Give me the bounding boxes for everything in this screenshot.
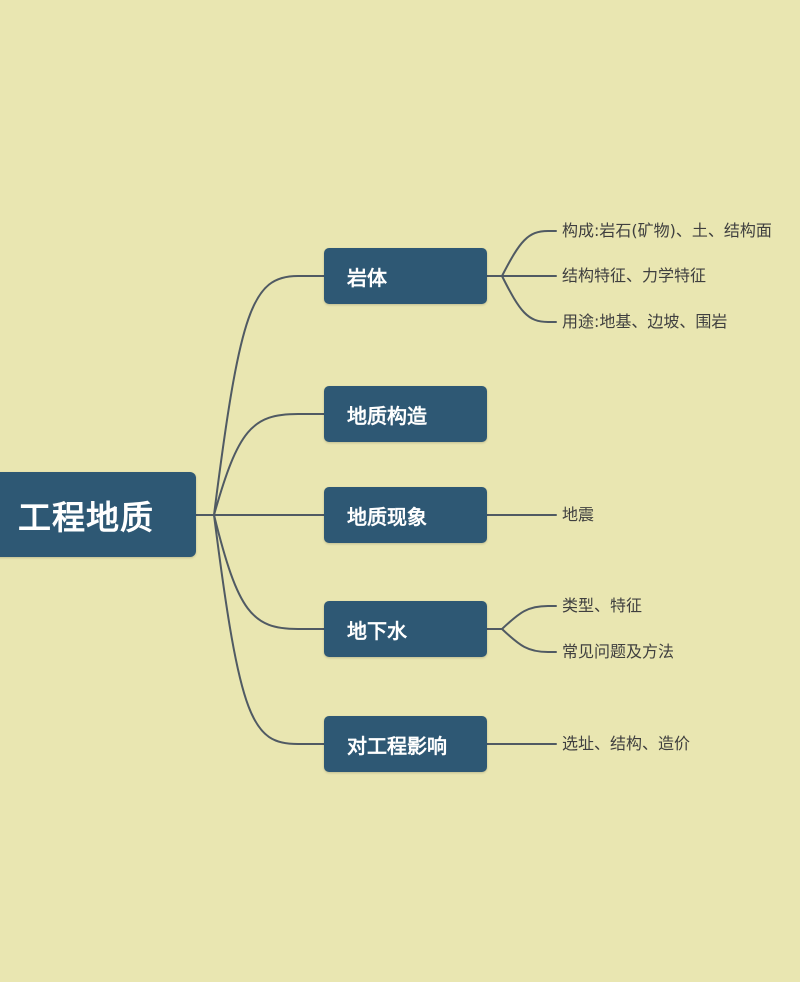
root-node: 工程地质 (0, 472, 196, 557)
leaf-rock-mass-composition: 构成:岩石(矿物)、土、结构面 (562, 221, 772, 240)
connector-root-engineering-impact (213, 514, 325, 745)
connector-rock-mass-leaf-3 (501, 275, 557, 323)
branch-node-rock-mass: 岩体 (324, 248, 487, 304)
connector-root-geologic-structure (213, 413, 325, 516)
branch-node-engineering-impact: 对工程影响 (324, 716, 487, 772)
connector-root-groundwater (213, 514, 325, 630)
leaf-earthquake: 地震 (562, 505, 595, 524)
leaf-groundwater-types: 类型、特征 (562, 596, 643, 615)
leaf-groundwater-problems: 常见问题及方法 (562, 642, 675, 661)
connector-groundwater-leaf-1 (486, 605, 557, 630)
leaf-rock-mass-features: 结构特征、力学特征 (562, 266, 707, 285)
leaf-engineering-impact: 选址、结构、造价 (562, 734, 691, 753)
connector-rock-mass-leaf-1 (486, 230, 557, 277)
branch-node-groundwater: 地下水 (324, 601, 487, 657)
branch-node-geologic-phenomena: 地质现象 (324, 487, 487, 543)
connector-groundwater-leaf-2 (501, 628, 557, 653)
branch-node-geologic-structure: 地质构造 (324, 386, 487, 442)
connector-root-rock-mass (195, 275, 325, 516)
leaf-rock-mass-uses: 用途:地基、边坡、围岩 (562, 312, 728, 331)
